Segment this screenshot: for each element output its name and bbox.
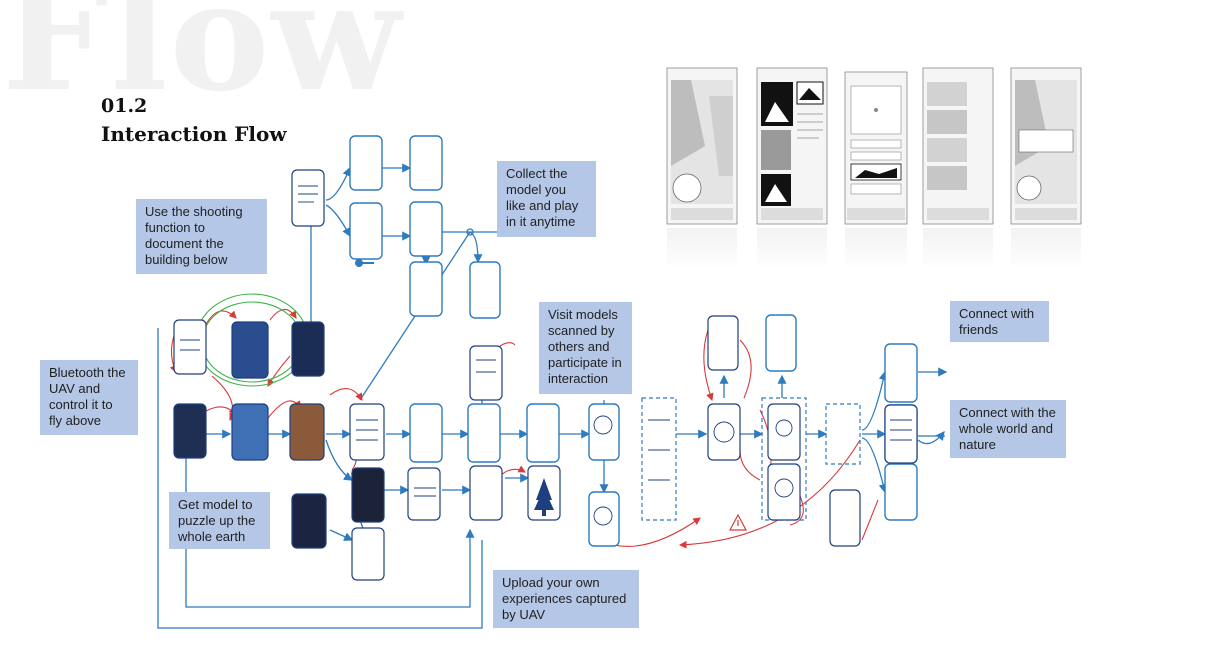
tree-sketch-icon (534, 478, 554, 516)
flow-lines (157, 163, 948, 629)
screen-sketch-details (180, 185, 912, 526)
note-connect-friends: Connect with friends (950, 301, 1049, 342)
mockup-popup-screen (1010, 67, 1082, 225)
note-upload-experiences: Upload your own experiences captured by … (493, 570, 639, 628)
note-connect-world: Connect with the whole world and nature (950, 400, 1066, 458)
mockup-list-screen (922, 67, 994, 225)
note-puzzle-earth: Get model to puzzle up the whole earth (169, 492, 270, 549)
background-watermark-word: Flow (2, 0, 403, 125)
note-bluetooth-uav: Bluetooth the UAV and control it to fly … (40, 360, 138, 435)
note-visit-models: Visit models scanned by others and parti… (539, 302, 632, 394)
section-title: Interaction Flow (101, 122, 287, 146)
sketched-screens (173, 169, 918, 581)
red-sketch-annotations (169, 308, 879, 549)
mockup-images-screen (756, 67, 828, 225)
mockup-form-screen (844, 71, 908, 225)
warning-sketch-icon (729, 513, 747, 531)
dashed-group-frames (641, 397, 861, 521)
ui-mockup-strip (665, 67, 1085, 270)
note-collect-model: Collect the model you like and play in i… (497, 161, 596, 237)
note-shooting-function: Use the shooting function to document th… (136, 199, 267, 274)
section-number: 01.2 (101, 95, 148, 117)
key-sketch-icon (355, 259, 374, 267)
mockup-map-screen (666, 67, 738, 225)
